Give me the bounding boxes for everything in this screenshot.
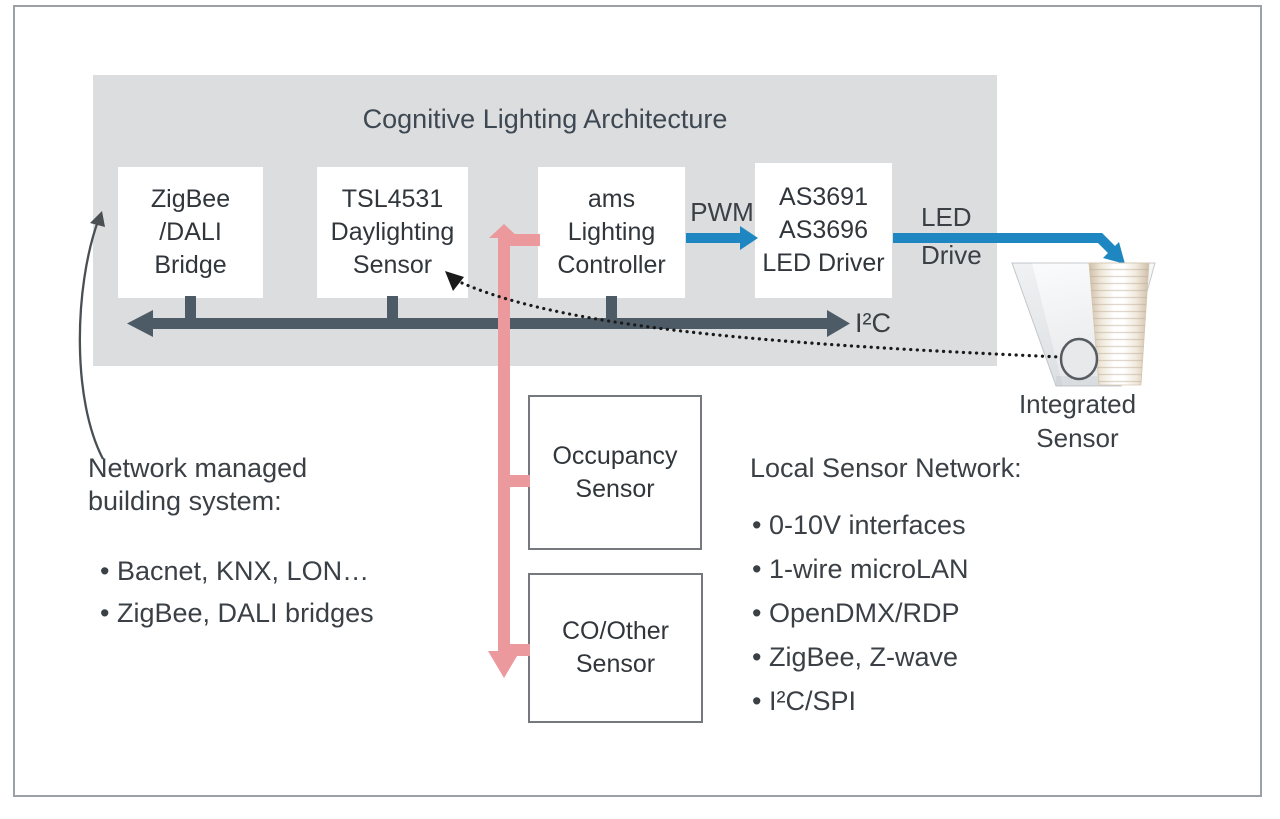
bus-stub-controller [606, 296, 617, 319]
list-item: 0-10V interfaces [752, 510, 969, 541]
pwm-arrow [686, 226, 758, 250]
dotted-sensor-link [445, 271, 1062, 359]
panel-title: Cognitive Lighting Architecture [362, 104, 728, 134]
bus-stub-zigbee [185, 296, 196, 319]
pink-branch-occupancy [504, 475, 530, 487]
led-drive-arrow [893, 233, 1125, 264]
dotted-link-arrowhead [445, 271, 464, 291]
bus-stub-daylighting [387, 296, 398, 319]
integrated-sensor-label: Integrated Sensor [1018, 389, 1137, 453]
pink-branch-co-other [504, 644, 530, 656]
list-item: OpenDMX/RDP [752, 598, 969, 629]
pwm-label: PWM [690, 197, 754, 227]
block-led-driver: AS3691 AS3696 LED Driver [755, 163, 892, 298]
list-item: ZigBee, Z-wave [752, 642, 969, 673]
block-co-other-sensor: CO/Other Sensor [528, 573, 703, 723]
list-item: I²C/SPI [752, 686, 969, 717]
block-zigbee-dali-bridge: ZigBee /DALI Bridge [118, 167, 263, 298]
pink-sensor-bus [488, 224, 540, 678]
block-tsl4531-daylighting-sensor: TSL4531 Daylighting Sensor [317, 167, 468, 298]
list-item: 1-wire microLAN [752, 554, 969, 585]
luminaire-graphic [1011, 262, 1156, 387]
led-drive-label: LED Drive [921, 202, 982, 270]
integrated-sensor-ellipse [1059, 337, 1099, 381]
network-note-heading: Network managed building system: [88, 453, 308, 516]
i2c-label: I²C [855, 308, 891, 338]
network-note-list: Bacnet, KNX, LON… ZigBee, DALI bridges [100, 556, 374, 640]
block-occupancy-sensor: Occupancy Sensor [528, 395, 702, 550]
local-sensor-note-list: 0-10V interfaces 1-wire microLAN OpenDMX… [752, 510, 969, 730]
block-ams-lighting-controller: ams Lighting Controller [538, 167, 685, 298]
network-arrowhead [90, 211, 105, 227]
pink-branch-controller [504, 234, 540, 246]
list-item: Bacnet, KNX, LON… [100, 556, 374, 587]
i2c-bus-arrow [127, 310, 850, 337]
local-sensor-note-heading: Local Sensor Network: [750, 453, 1022, 483]
list-item: ZigBee, DALI bridges [100, 598, 374, 629]
network-arrow [78, 211, 105, 460]
